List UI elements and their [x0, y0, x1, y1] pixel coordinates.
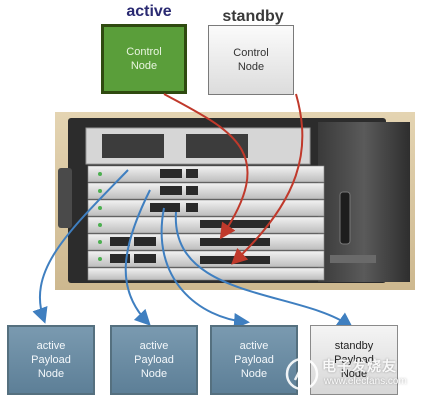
payload-node-label-line1: active [239, 340, 269, 352]
payload-1-connector [32, 169, 129, 324]
control-node-label-line1: Control [126, 46, 162, 58]
blade-3 [87, 199, 325, 217]
payload-node-label-line2: Payload [31, 354, 71, 366]
watermark-url: www.elecfans.com [324, 376, 407, 387]
control-node-label-line1: Control [233, 47, 269, 59]
elecfans-logo-icon [285, 357, 319, 391]
active-payload-node-3: active Payload Node [210, 325, 298, 395]
active-payload-node-1: active Payload Node [7, 325, 95, 395]
watermark-text: 电子发烧友 [322, 358, 397, 374]
payload-node-label-line2: Payload [334, 354, 374, 366]
fan-grill-right [186, 134, 248, 158]
blade-7 [87, 267, 325, 281]
blade-1 [87, 165, 325, 183]
control-node-label-line2: Node [130, 60, 158, 72]
payload-node-label-line3: Node [140, 368, 168, 380]
active-heading: active [126, 3, 172, 20]
control-node-label-line2: Node [237, 61, 265, 73]
blade-leds [98, 172, 102, 261]
payload-node-label-line2: Payload [134, 354, 174, 366]
active-payload-node-2: active Payload Node [110, 325, 198, 395]
payload-3-connector [160, 207, 250, 329]
payload-node-label-line3: Node [240, 368, 268, 380]
standby-control-node: Control Node [208, 25, 294, 95]
payload-node-label-line1: active [139, 340, 169, 352]
standby-heading: standby [222, 8, 284, 25]
chassis-right-handle [339, 191, 351, 245]
payload-node-label-line2: Payload [234, 354, 274, 366]
active-control-node: Control Node [101, 24, 187, 94]
payload-node-label-line1: active [36, 340, 66, 352]
fan-grill-left [102, 134, 164, 158]
payload-4-connector [174, 211, 354, 329]
payload-node-label-line3: Node [37, 368, 65, 380]
standby-payload-node: standby Payload Node [310, 325, 398, 395]
active-control-connector [163, 93, 249, 240]
payload-2-connector [124, 189, 151, 326]
chassis-left-ear [58, 168, 72, 228]
payload-node-label-line1: standby [334, 340, 374, 352]
payload-node-label-line3: Node [340, 368, 368, 380]
chassis-right-badge [330, 255, 376, 263]
standby-control-connector [231, 93, 304, 265]
watermark: 电子发烧友 www.elecfans.com [284, 352, 424, 398]
